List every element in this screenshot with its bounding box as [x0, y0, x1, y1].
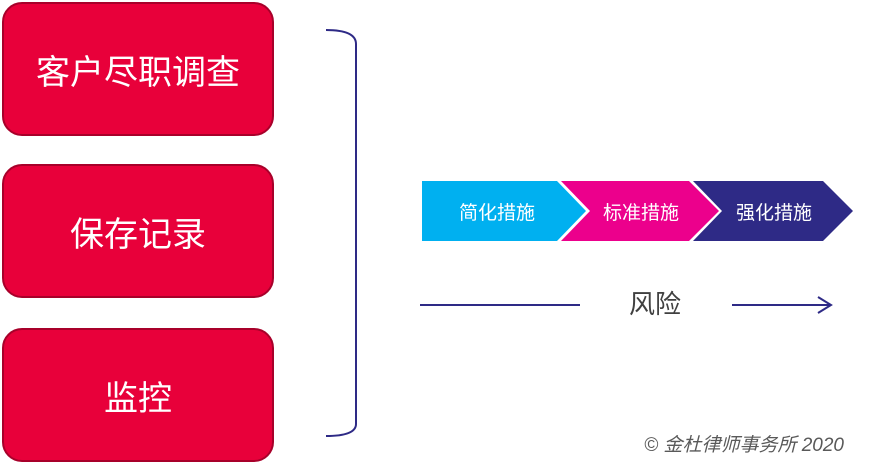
measure-label: 保存记录 — [70, 214, 206, 255]
chevron-label-standard: 标准措施 — [602, 201, 679, 224]
measure-label: 监控 — [104, 378, 172, 419]
measure-box-monitoring: 监控 — [2, 328, 274, 462]
copyright-notice: © 金杜律师事务所 2020 — [644, 435, 844, 456]
chevron-standard — [561, 181, 719, 241]
bracket — [325, 29, 357, 437]
chevron-simplified — [422, 181, 586, 241]
measure-box-cdd: 客户尽职调查 — [2, 2, 274, 136]
chevron-label-simplified: 简化措施 — [458, 201, 535, 224]
chevron-enhanced — [693, 181, 853, 241]
arrow-head-icon — [817, 296, 833, 314]
risk-label: 风险 — [628, 289, 681, 320]
measure-label: 客户尽职调查 — [36, 52, 240, 93]
chevron-label-enhanced: 强化措施 — [735, 201, 812, 224]
measure-box-record-keeping: 保存记录 — [2, 164, 274, 298]
